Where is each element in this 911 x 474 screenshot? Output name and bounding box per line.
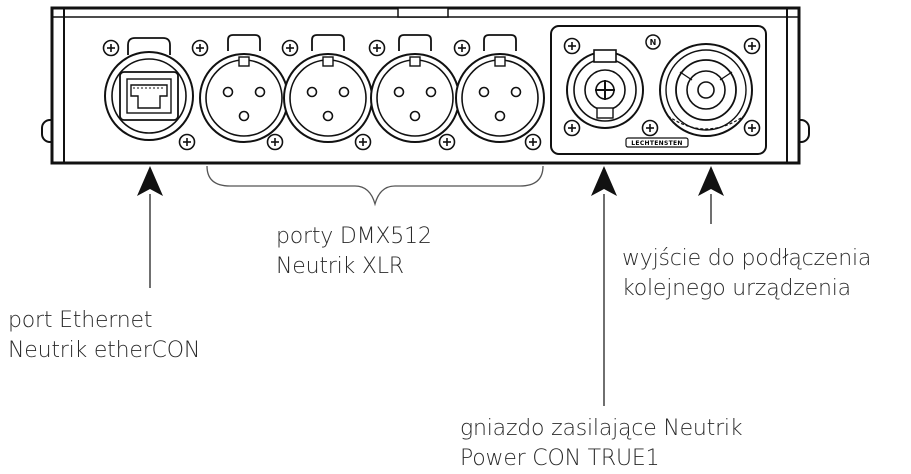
output-label-line2: kolejnego urządzenia [622,276,851,301]
power-output-socket [659,43,753,137]
power-output-label: wyjście do podłączenia kolejnego urządze… [622,244,871,304]
ethernet-label-line1: port Ethernet [8,308,153,333]
power-input-arrow [591,166,617,406]
output-label-line1: wyjście do podłączenia [622,246,872,271]
brand-plate: LECHTENSTEN [625,137,689,148]
dmx-label-line1: porty DMX512 [276,224,432,249]
dmx-label-line2: Neutrik XLR [276,254,404,279]
power-label-line2: Power CON TRUE1 [460,446,660,471]
dmx-ports-label: porty DMX512 Neutrik XLR [276,222,432,282]
ethernet-port-label: port Ethernet Neutrik etherCON [8,306,200,366]
ethernet-label-line2: Neutrik etherCON [8,338,201,363]
dmx-brace [206,165,544,207]
ethercon-port [102,37,196,151]
power-input-label: gniazdo zasilające Neutrik Power CON TRU… [460,414,743,474]
power-label-line1: gniazdo zasilające Neutrik [460,416,743,441]
brand-label: LECHTENSTEN [631,140,682,147]
svg-text:N: N [650,38,657,47]
power-input-socket [566,49,644,129]
power-output-arrow [698,166,724,224]
ethernet-arrow [137,166,163,288]
